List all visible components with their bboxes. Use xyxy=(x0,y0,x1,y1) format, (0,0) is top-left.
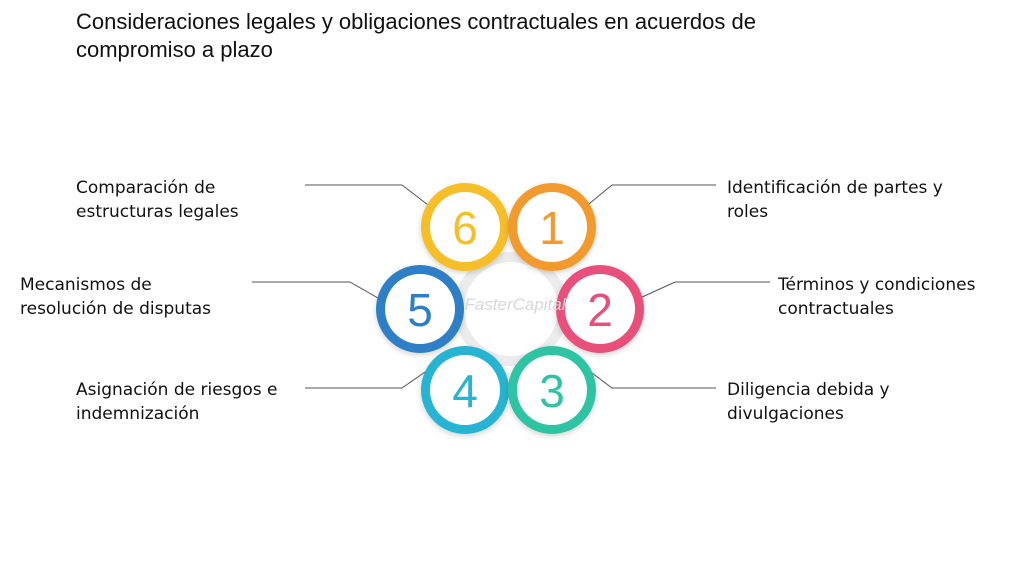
step-number-2: 2 xyxy=(587,284,613,336)
connector-line-6 xyxy=(305,184,433,209)
step-number-3: 3 xyxy=(539,365,565,417)
circle-3 xyxy=(508,346,596,434)
step-number-5: 5 xyxy=(407,284,433,336)
connector-line-3 xyxy=(587,369,716,389)
step-label-6: Comparación de estructuras legales xyxy=(76,178,239,222)
step-label-1: Identificación de partes y roles xyxy=(727,178,943,222)
connector-line-2 xyxy=(639,281,770,299)
step-label-5: Mecanismos de resolución de disputas xyxy=(20,275,212,319)
connector-line-1 xyxy=(583,184,716,209)
connector-line-5 xyxy=(252,281,386,303)
step-number-6: 6 xyxy=(452,202,478,254)
circle-1 xyxy=(508,183,596,271)
step-label-2: Términos y condiciones contractuales xyxy=(778,275,976,319)
connector-line-4 xyxy=(305,369,429,389)
step-number-1: 1 xyxy=(539,202,565,254)
step-number-4: 4 xyxy=(452,365,478,417)
circle-6 xyxy=(421,183,509,271)
step-label-4: Asignación de riesgos e indemnización xyxy=(76,380,278,424)
step-label-3: Diligencia debida y divulgaciones xyxy=(727,380,890,424)
circle-4 xyxy=(421,346,509,434)
circle-2 xyxy=(556,265,644,353)
page-title: Consideraciones legales y obligaciones c… xyxy=(76,9,756,62)
watermark-text: FasterCapital xyxy=(464,295,566,314)
circle-5 xyxy=(376,265,464,353)
